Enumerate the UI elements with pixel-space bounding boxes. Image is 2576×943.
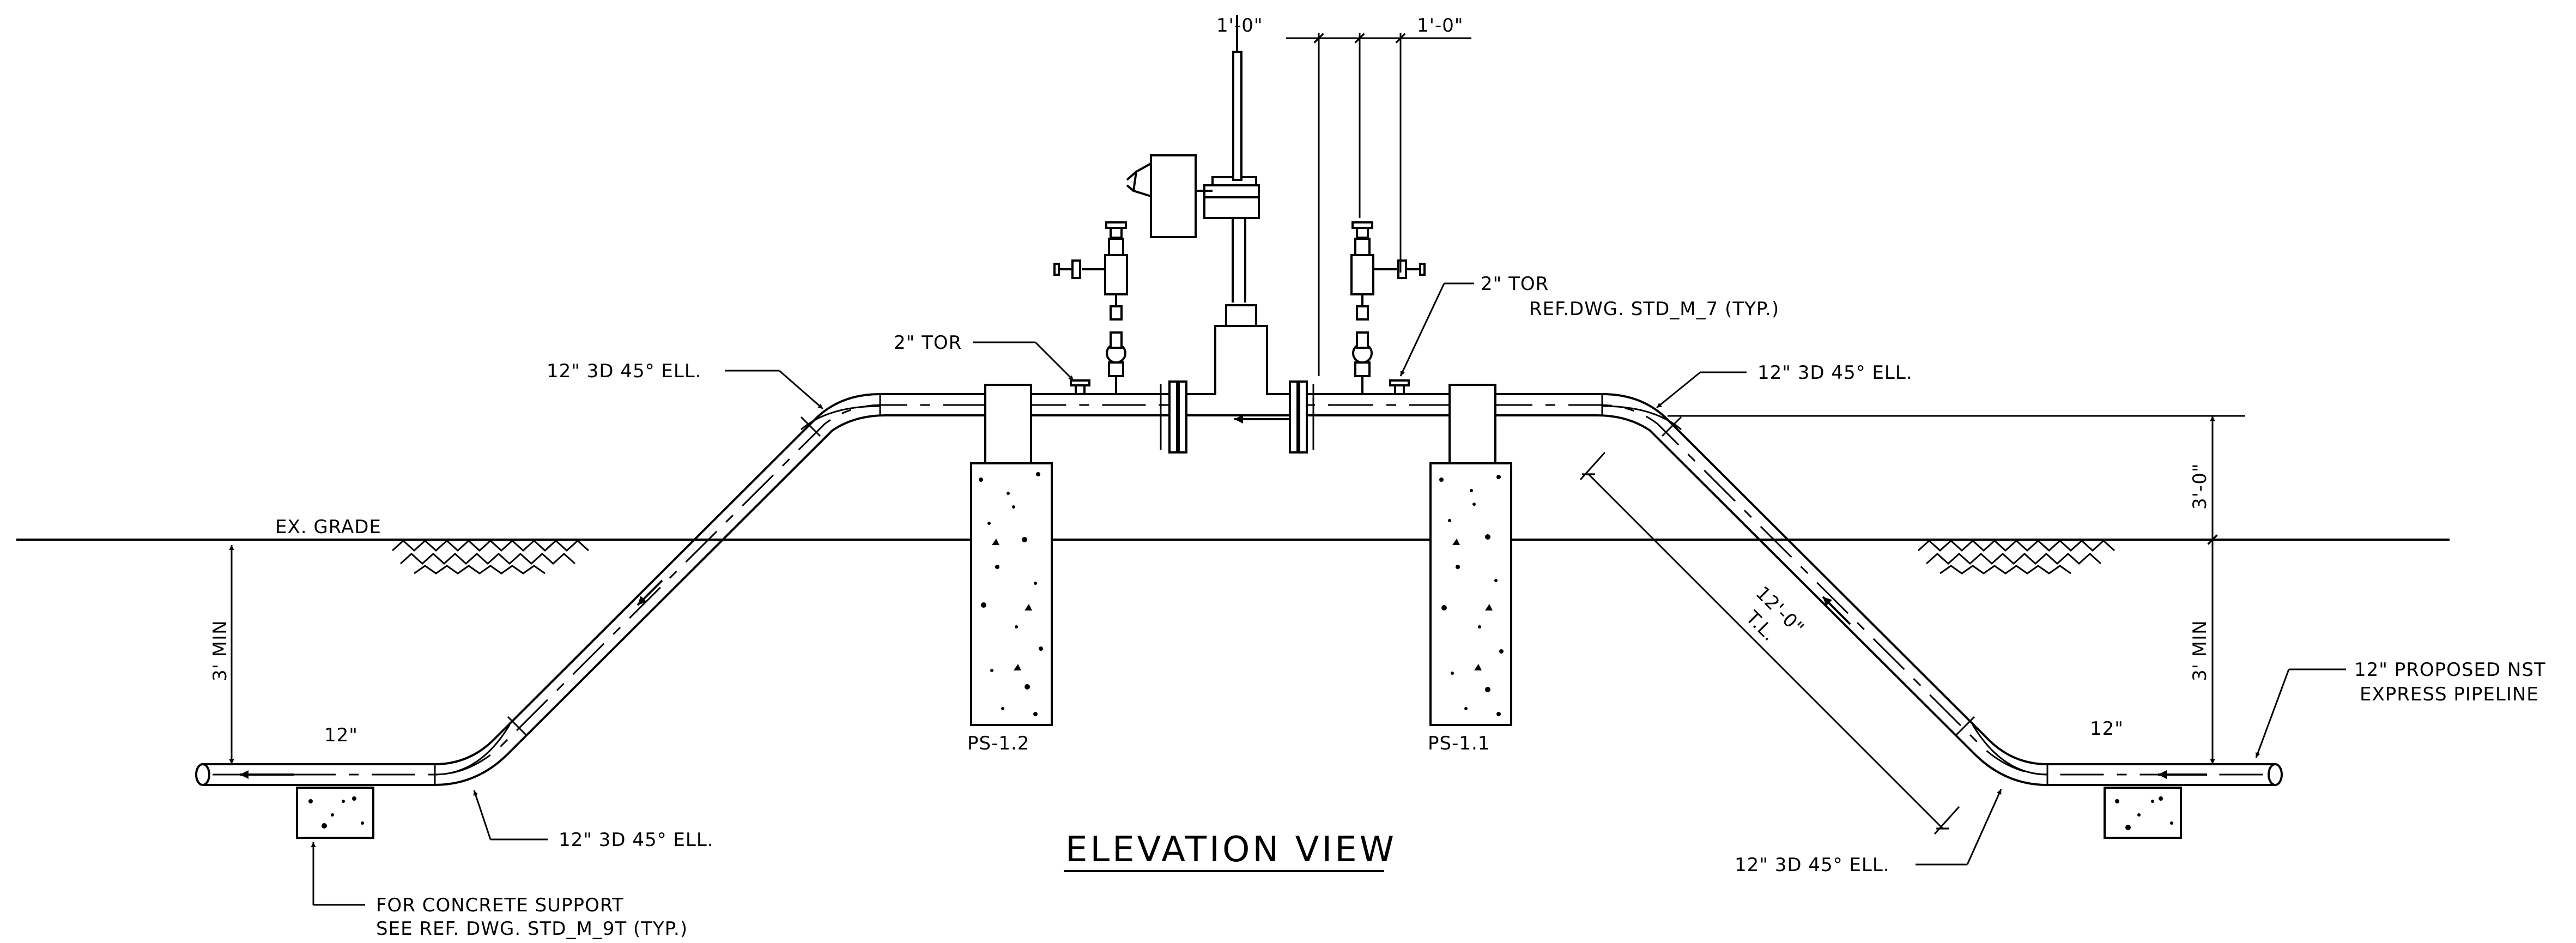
tor-assembly-left	[1053, 221, 1128, 394]
pipeline-12in	[195, 393, 2283, 786]
dim-top-left: 1'-0"	[1216, 15, 1263, 37]
tor-label-right-2: REF.DWG. STD_M_7 (TYP.)	[1529, 298, 1779, 320]
dim-height-right: 3'-0"	[2189, 463, 2211, 510]
concrete-support-right-buried	[2104, 787, 2182, 839]
tor-assembly-right	[1350, 221, 1426, 394]
dimension-top	[1286, 33, 1471, 376]
elbow-label-bottom-right: 12" 3D 45° ELL.	[1735, 854, 1890, 876]
elbow-label-bottom-left: 12" 3D 45° ELL.	[559, 829, 714, 851]
pipe-size-right: 12"	[2090, 718, 2124, 740]
flow-arrows	[240, 415, 2207, 779]
tor-label-left: 2" TOR	[894, 332, 962, 354]
support-label-ps12: PS-1.2	[967, 733, 1029, 754]
pipe-clamp-ps12	[984, 384, 1032, 464]
elbow-label-top-right: 12" 3D 45° ELL.	[1757, 362, 1913, 384]
support-label-ps11: PS-1.1	[1428, 733, 1490, 754]
grade-hatch-right	[1917, 539, 2116, 575]
concrete-support-left-buried	[296, 787, 374, 839]
concrete-support-ps11	[1429, 462, 1512, 726]
pipe-clamp-ps11	[1448, 384, 1496, 464]
leader-lines	[311, 282, 2346, 906]
support-note-1: FOR CONCRETE SUPPORT	[376, 894, 624, 916]
support-note-2: SEE REF. DWG. STD_M_9T (TYP.)	[376, 918, 688, 940]
valve-assembly	[1126, 15, 1330, 454]
drawing-title: ELEVATION VIEW	[1065, 830, 1397, 870]
tor-fitting-left	[1070, 379, 1090, 395]
dim-cover-left: 3' MIN	[209, 620, 231, 681]
ex-grade-label: EX. GRADE	[275, 516, 381, 538]
dimension-diagonal	[1579, 451, 1960, 835]
dim-cover-right: 3' MIN	[2189, 620, 2211, 681]
pipe-size-left: 12"	[324, 724, 358, 746]
dim-top-right: 1'-0"	[1417, 15, 1464, 37]
tor-label-right-1: 2" TOR	[1481, 273, 1549, 295]
dimension-right	[1668, 415, 2245, 764]
proposed-pipeline-label-2: EXPRESS PIPELINE	[2360, 684, 2539, 705]
proposed-pipeline-label-1: 12" PROPOSED NST	[2354, 659, 2546, 681]
grade-hatch-left	[391, 539, 590, 575]
elbow-label-top-left: 12" 3D 45° ELL.	[547, 360, 702, 382]
tor-fitting-right	[1389, 379, 1410, 395]
concrete-support-ps12	[970, 462, 1053, 726]
